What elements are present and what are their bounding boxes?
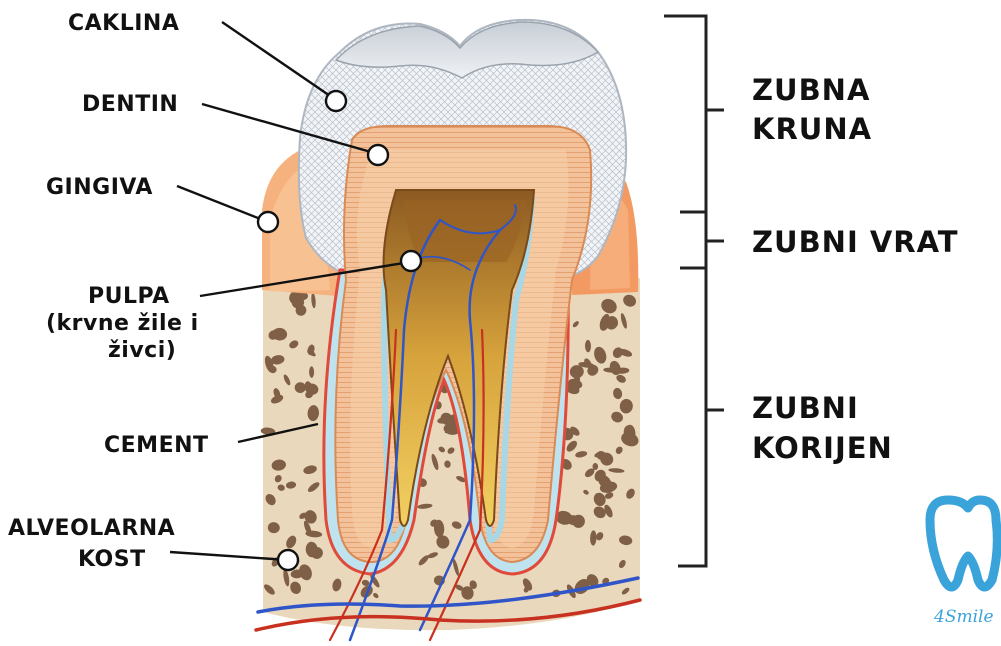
region-vrat: ZUBNI VRAT (752, 225, 959, 259)
label-pulpa: PULPA (88, 284, 170, 309)
label-alveolarna: ALVEOLARNA (8, 516, 175, 541)
dot-alveolarna (278, 550, 298, 570)
dot-dentin (368, 145, 388, 165)
region-korijen-2: KORIJEN (752, 431, 893, 465)
region-korijen-1: ZUBNI (752, 391, 859, 425)
tooth-logo-icon (930, 500, 997, 587)
dot-pulpa (401, 251, 421, 271)
region-labels: ZUBNA KRUNA ZUBNI VRAT ZUBNI KORIJEN (752, 73, 959, 465)
label-pulpa-sub2: živci) (108, 338, 176, 363)
label-cement: CEMENT (104, 433, 209, 458)
left-labels: CAKLINA DENTIN GINGIVA PULPA (krvne žile… (8, 11, 209, 572)
dot-gingiva (258, 212, 278, 232)
label-dentin: DENTIN (82, 92, 178, 117)
label-kost: KOST (78, 547, 146, 572)
region-kruna-1: ZUBNA (752, 73, 870, 107)
region-bracket (664, 16, 724, 566)
brand-name: 4Smile (933, 607, 994, 627)
dot-caklina (326, 91, 346, 111)
label-gingiva: GINGIVA (46, 175, 153, 200)
label-pulpa-sub1: (krvne žile i (46, 311, 199, 336)
brand-logo: 4Smile (930, 500, 997, 627)
region-kruna-2: KRUNA (752, 112, 872, 146)
label-caklina: CAKLINA (68, 11, 179, 36)
